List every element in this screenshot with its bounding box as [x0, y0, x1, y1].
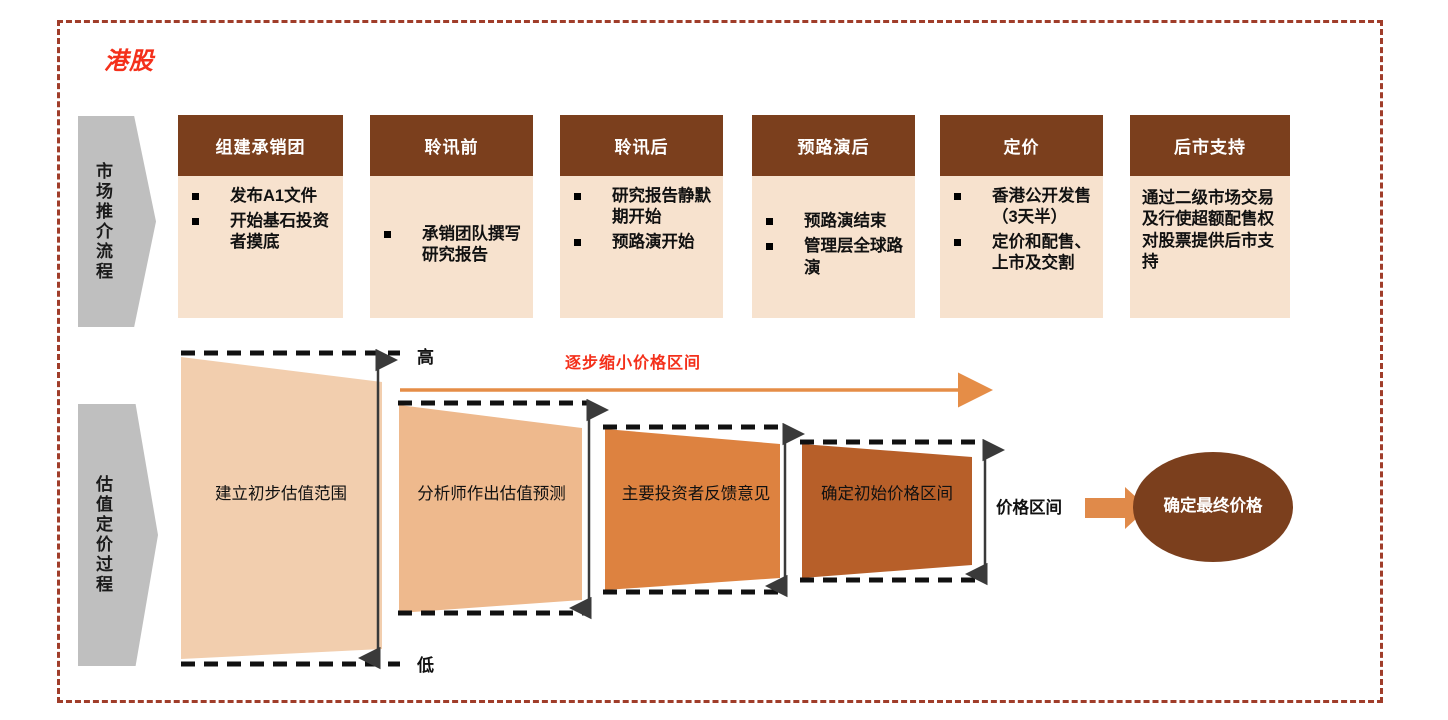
- list-item: 发布A1文件: [184, 186, 335, 207]
- page-title: 港股: [104, 48, 154, 75]
- card-bullet-list: 预路演结束 管理层全球路演: [758, 211, 907, 282]
- card-bullet-list: 承销团队撰写研究报告: [376, 224, 525, 270]
- process-card-5[interactable]: 定价 香港公开发售（3天半） 定价和配售、上市及交割: [940, 115, 1103, 318]
- list-item: 开始基石投资者摸底: [184, 211, 335, 253]
- price-range-label: 价格区间: [996, 499, 1062, 517]
- card-bullet-list: 研究报告静默期开始 预路演开始: [566, 186, 715, 253]
- funnel-stage-2-label: 分析师作出估值预测: [417, 485, 566, 503]
- card-text: 通过二级市场交易及行使超额配售权对股票提供后市支持: [1142, 189, 1274, 272]
- narrowing-note: 逐步缩小价格区间: [565, 355, 702, 372]
- list-item: 管理层全球路演: [758, 236, 907, 278]
- funnel-stage-1-label: 建立初步估值范围: [215, 485, 347, 503]
- band-label-text: 估值定价过程: [93, 475, 112, 595]
- card-body: 发布A1文件 开始基石投资者摸底: [178, 176, 343, 318]
- process-card-2[interactable]: 聆讯前 承销团队撰写研究报告: [370, 115, 533, 318]
- axis-label-high: 高: [417, 348, 434, 367]
- card-body: 预路演结束 管理层全球路演: [752, 176, 915, 318]
- card-header: 定价: [940, 115, 1103, 176]
- process-card-3[interactable]: 聆讯后 研究报告静默期开始 预路演开始: [560, 115, 723, 318]
- funnel-stage-3-label: 主要投资者反馈意见: [621, 485, 771, 503]
- list-item: 定价和配售、上市及交割: [946, 232, 1095, 274]
- card-header: 聆讯前: [370, 115, 533, 176]
- list-item: 承销团队撰写研究报告: [376, 224, 525, 266]
- card-header: 后市支持: [1130, 115, 1290, 176]
- list-item: 预路演开始: [566, 232, 715, 253]
- final-price-oval[interactable]: 确定最终价格: [1133, 452, 1293, 562]
- card-bullet-list: 香港公开发售（3天半） 定价和配售、上市及交割: [946, 186, 1095, 274]
- band-label-text: 市场推介流程: [93, 161, 112, 282]
- list-item: 研究报告静默期开始: [566, 186, 715, 228]
- card-body: 香港公开发售（3天半） 定价和配售、上市及交割: [940, 176, 1103, 318]
- card-bullet-list: 发布A1文件 开始基石投资者摸底: [184, 186, 335, 253]
- card-header: 预路演后: [752, 115, 915, 176]
- card-body: 通过二级市场交易及行使超额配售权对股票提供后市支持: [1130, 176, 1290, 318]
- funnel-stage-4-label: 确定初始价格区间: [821, 485, 953, 503]
- card-body: 研究报告静默期开始 预路演开始: [560, 176, 723, 318]
- list-item: 香港公开发售（3天半）: [946, 186, 1095, 228]
- card-header: 组建承销团: [178, 115, 343, 176]
- process-card-6[interactable]: 后市支持 通过二级市场交易及行使超额配售权对股票提供后市支持: [1130, 115, 1290, 318]
- process-card-4[interactable]: 预路演后 预路演结束 管理层全球路演: [752, 115, 915, 318]
- list-item: 预路演结束: [758, 211, 907, 232]
- process-card-1[interactable]: 组建承销团 发布A1文件 开始基石投资者摸底: [178, 115, 343, 318]
- diagram-outer-frame: [57, 20, 1383, 703]
- final-price-label: 确定最终价格: [1163, 497, 1263, 516]
- card-body: 承销团队撰写研究报告: [370, 176, 533, 318]
- axis-label-low: 低: [417, 656, 434, 675]
- card-header: 聆讯后: [560, 115, 723, 176]
